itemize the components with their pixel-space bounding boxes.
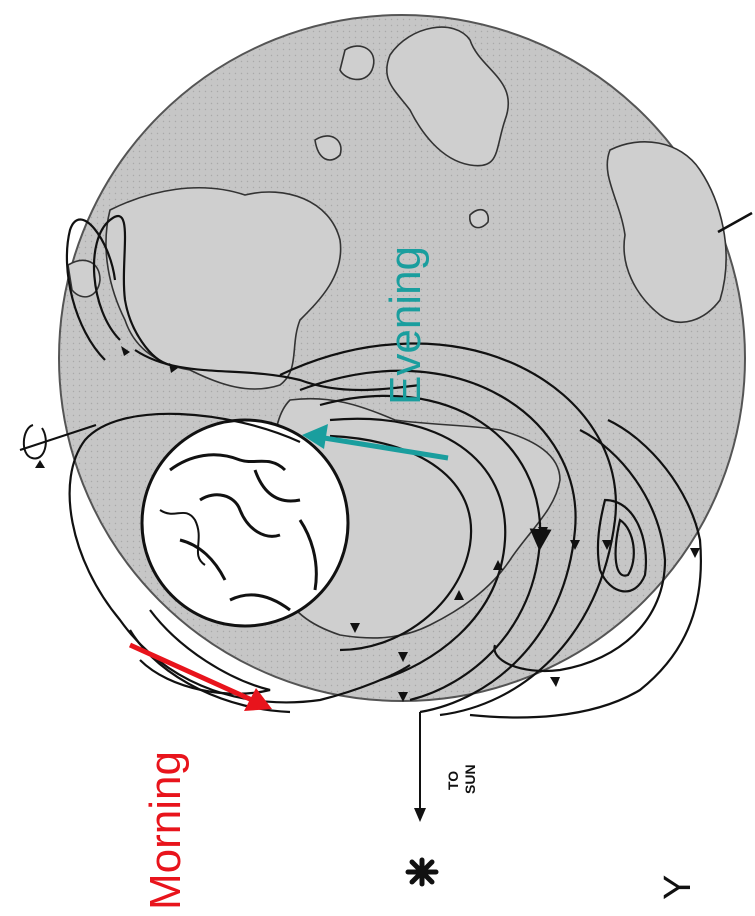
corner-letter: Y xyxy=(657,875,699,900)
rotation-axis-icon xyxy=(19,423,97,468)
earth-disk xyxy=(140,418,350,628)
globe-axis-line xyxy=(717,211,753,234)
flow-lines xyxy=(65,215,702,719)
flow-arrowheads xyxy=(121,346,700,702)
morning-label: Morning xyxy=(141,751,190,910)
to-sun-label-line1: TO xyxy=(445,771,461,790)
evening-label: Evening xyxy=(381,246,430,405)
continents xyxy=(67,26,727,639)
to-sun-label-line2: SUN xyxy=(462,764,478,794)
asterisk-sun-icon xyxy=(405,857,439,887)
evening-arrow xyxy=(302,424,449,461)
to-sun-arrow xyxy=(414,712,426,822)
morning-arrow xyxy=(128,642,272,711)
